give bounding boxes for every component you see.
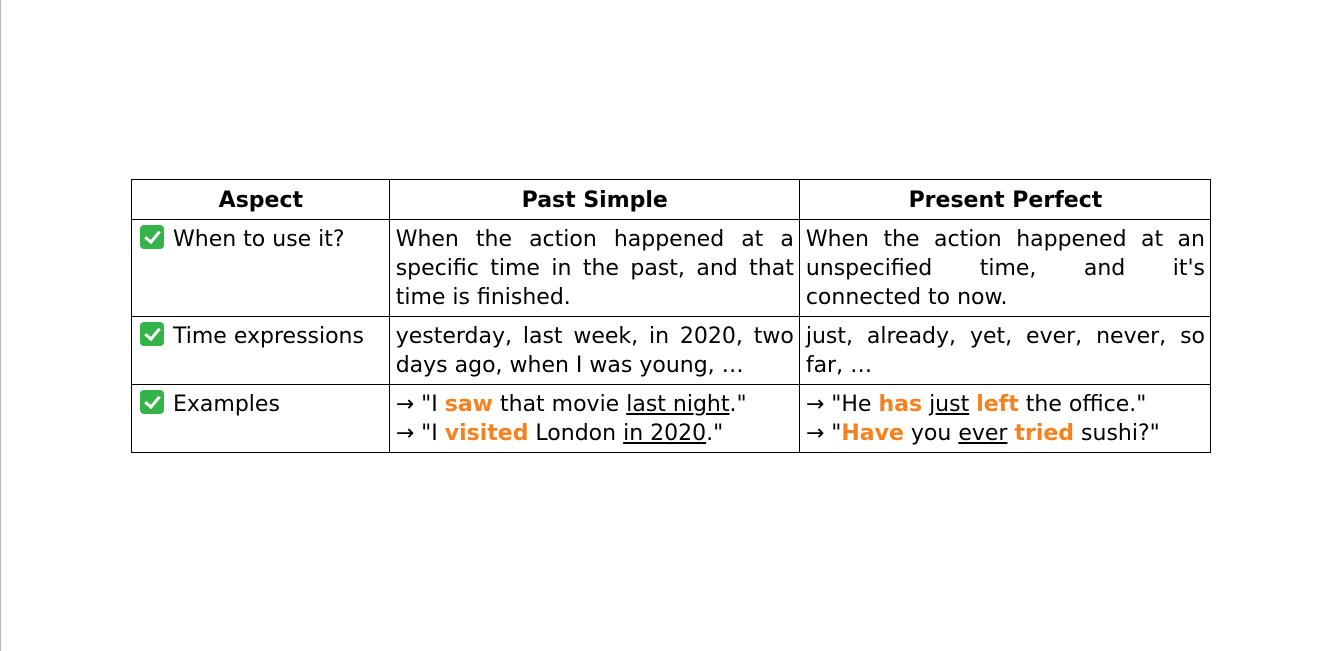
example-text: → "I	[395, 392, 445, 417]
aspect-cell: Examples	[131, 384, 390, 453]
header-row: Aspect Past Simple Present Perfect	[131, 179, 1212, 220]
example-text: → "	[805, 421, 842, 446]
example-text: you	[903, 421, 959, 446]
check-mark-icon	[140, 322, 164, 346]
present-perfect-examples-cell: → "He has just left the office." → "Have…	[798, 384, 1212, 453]
verb-highlight: has	[878, 392, 923, 417]
time-expression: ever	[958, 421, 1008, 446]
aspect-cell: Time expressions	[131, 316, 390, 385]
example-text: → "He	[805, 392, 879, 417]
table-row: Time expressions yesterday, last week, i…	[131, 316, 1212, 385]
time-expression: just	[929, 392, 970, 417]
check-mark-icon	[140, 390, 164, 414]
comparison-table: Aspect Past Simple Present Perfect When …	[131, 179, 1212, 453]
time-expression: in 2020	[623, 421, 707, 446]
example-text: the office."	[1018, 392, 1147, 417]
header-present-perfect: Present Perfect	[798, 179, 1212, 220]
example-text	[922, 392, 929, 417]
table-row: Examples → "I saw that movie last night.…	[131, 384, 1212, 453]
example-text: → "I	[395, 421, 445, 446]
present-perfect-cell: When the action happened at an unspecifi…	[798, 219, 1212, 317]
aspect-label: Examples	[173, 392, 280, 417]
verb-highlight: tried	[1014, 421, 1075, 446]
past-simple-cell: When the action happened at a specific t…	[388, 219, 800, 317]
present-perfect-cell: just, already, yet, ever, never, so far,…	[798, 316, 1212, 385]
verb-highlight: visited	[444, 421, 529, 446]
example-line: → "I saw that movie last night."	[396, 390, 794, 419]
table-row: When to use it? When the action happened…	[131, 219, 1212, 317]
verb-highlight: left	[976, 392, 1019, 417]
check-mark-icon	[140, 225, 164, 249]
page-left-border	[0, 0, 1, 651]
example-line: → "He has just left the office."	[806, 390, 1205, 419]
example-text: that movie	[493, 392, 627, 417]
header-past-simple: Past Simple	[388, 179, 800, 220]
past-simple-examples-cell: → "I saw that movie last night." → "I vi…	[388, 384, 800, 453]
aspect-cell: When to use it?	[131, 219, 390, 317]
example-text: London	[528, 421, 624, 446]
verb-highlight: saw	[444, 392, 493, 417]
aspect-label: Time expressions	[173, 324, 364, 349]
verb-highlight: Have	[841, 421, 904, 446]
time-expression: last night	[626, 392, 730, 417]
past-simple-cell: yesterday, last week, in 2020, two days …	[388, 316, 800, 385]
header-aspect: Aspect	[131, 179, 390, 220]
example-text: ."	[729, 392, 747, 417]
example-line: → "I visited London in 2020."	[396, 419, 794, 448]
example-text: ."	[706, 421, 724, 446]
example-text: sushi?"	[1074, 421, 1160, 446]
example-line: → "Have you ever tried sushi?"	[806, 419, 1205, 448]
aspect-label: When to use it?	[173, 227, 345, 252]
